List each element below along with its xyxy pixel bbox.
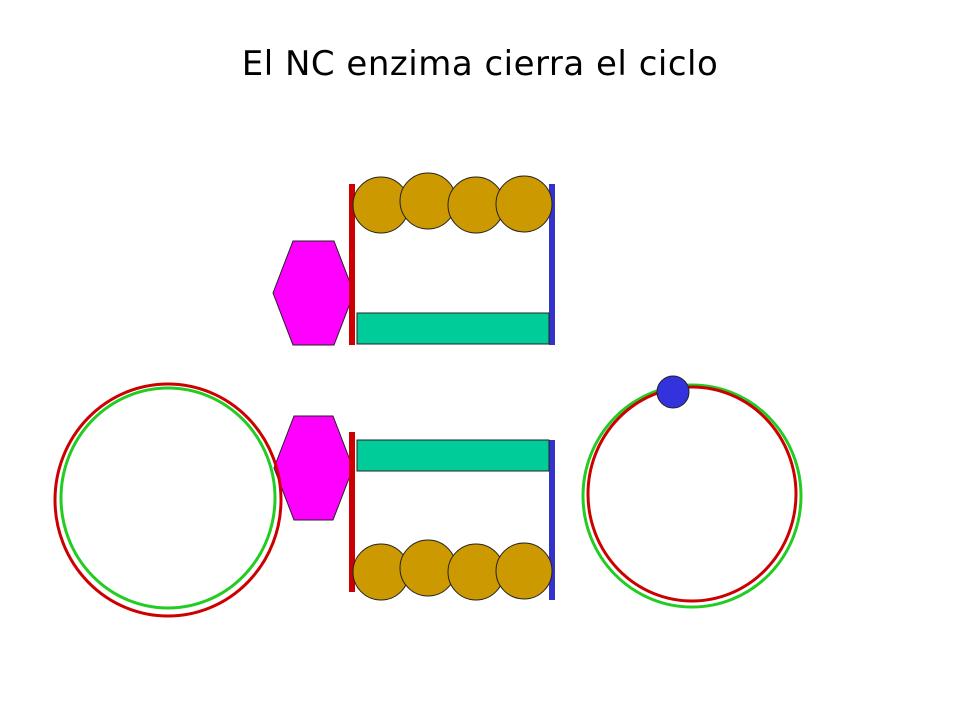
right-circular-dna xyxy=(581,375,803,609)
lower-complex xyxy=(273,415,555,601)
lower-bead xyxy=(399,539,457,597)
left-green-ring xyxy=(59,386,277,610)
right-red-ring xyxy=(586,385,798,603)
upper-teal-bar xyxy=(356,312,550,345)
upper-bead xyxy=(495,175,553,233)
upper-bead xyxy=(399,172,457,230)
left-circular-dna xyxy=(53,382,283,618)
upper-hexagon xyxy=(272,240,355,346)
lower-bead xyxy=(495,542,553,600)
left-red-ring xyxy=(53,382,283,618)
lower-hexagon xyxy=(273,415,354,521)
enzyme-dot xyxy=(656,375,690,409)
slide-title: El NC enzima cierra el ciclo xyxy=(241,44,719,84)
lower-teal-bar xyxy=(356,439,550,472)
upper-complex xyxy=(272,172,555,346)
right-green-ring xyxy=(581,383,803,609)
